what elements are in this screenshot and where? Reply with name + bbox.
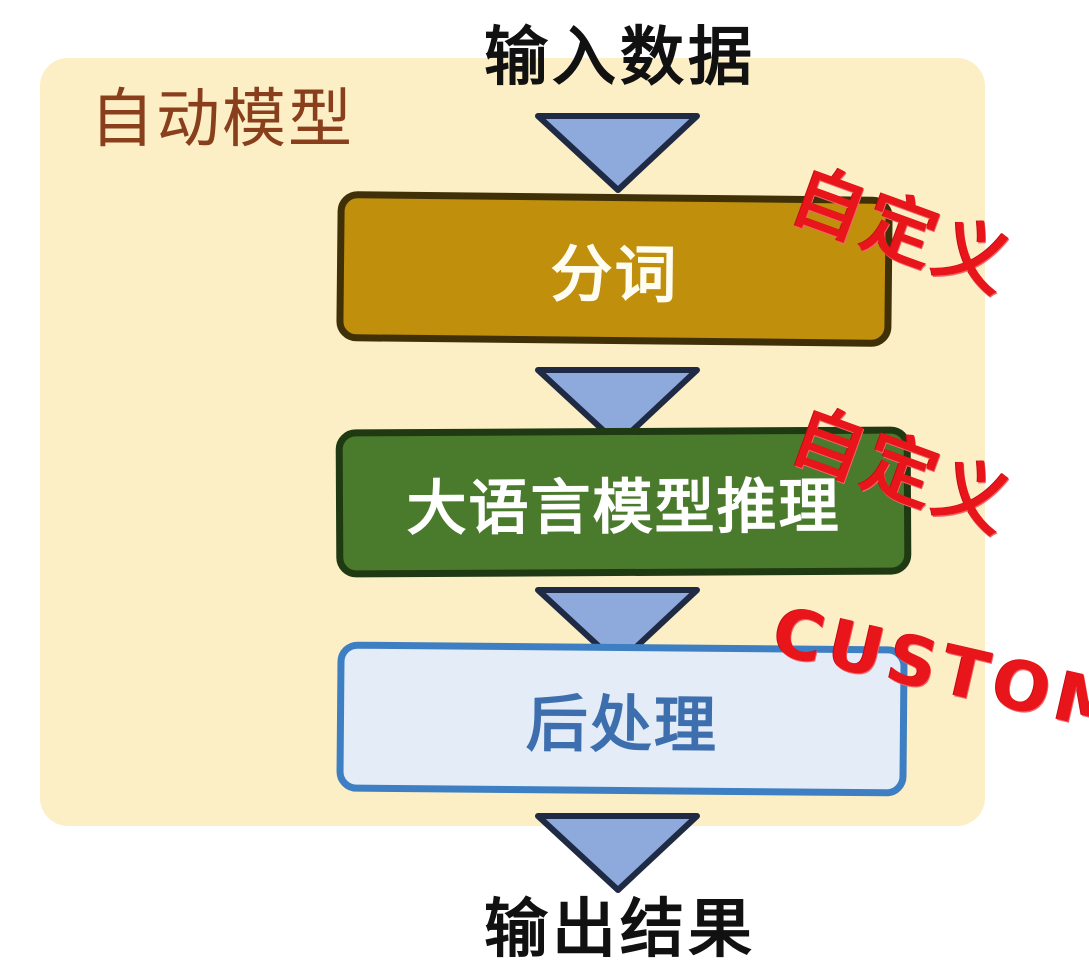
step-llm-inference-label: 大语言模型推理 [406, 471, 841, 544]
arrow-down-icon [535, 813, 700, 893]
arrow-down-icon [535, 587, 700, 667]
step-postprocess-label: 后处理 [525, 687, 719, 762]
step-tokenize-label: 分词 [550, 237, 679, 312]
arrow-down-icon [535, 113, 700, 193]
input-label: 输入数据 [484, 21, 756, 95]
arrow-down-icon [535, 367, 700, 447]
panel-title: 自动模型 [90, 83, 354, 157]
output-label: 输出结果 [484, 893, 756, 967]
